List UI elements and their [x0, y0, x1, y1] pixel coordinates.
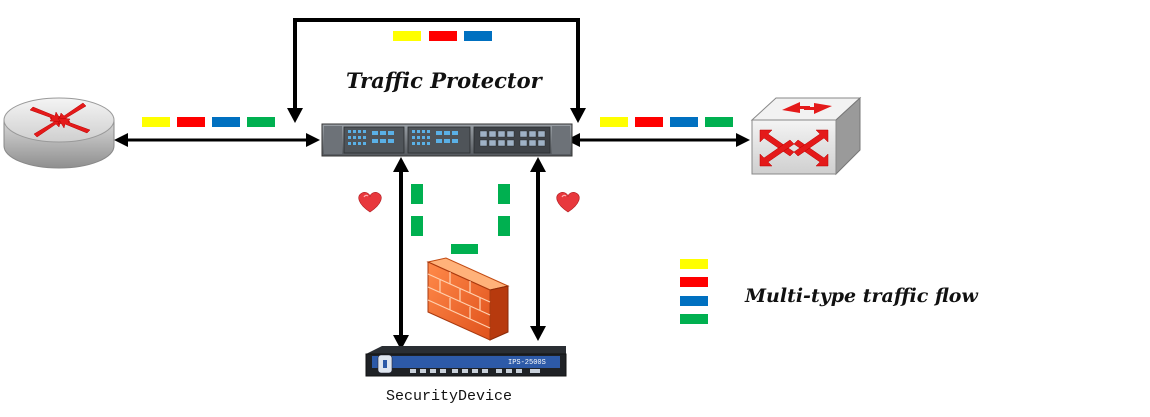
legend-swatch-yellow: [680, 259, 708, 269]
top-traffic-blocks: [393, 31, 492, 41]
traffic-block-red: [177, 117, 205, 127]
traffic-block-yellow: [600, 117, 628, 127]
traffic-protector-appliance: [321, 123, 573, 157]
multi-type-flow-label: Multi-type traffic flow: [744, 285, 978, 307]
traffic-block-green: [705, 117, 733, 127]
traffic-block-green: [498, 184, 510, 204]
right-vertical-arrowhead-down: [530, 326, 546, 341]
left-vertical-arrowhead-up: [393, 157, 409, 172]
top-right-arrowhead: [570, 108, 586, 123]
top-loop-arrowheads: [287, 108, 586, 123]
traffic-block-green: [451, 244, 478, 254]
traffic-block-yellow: [142, 117, 170, 127]
traffic-block-yellow: [393, 31, 421, 41]
left-link-arrowhead-right: [306, 133, 320, 147]
legend-swatch-red: [680, 277, 708, 287]
top-left-arrowhead: [287, 108, 303, 123]
traffic-block-green: [411, 184, 423, 204]
left-vertical-arrowhead-down: [393, 335, 409, 350]
traffic-block-green: [247, 117, 275, 127]
heart-icon: [556, 192, 580, 213]
firewall-icon: [426, 257, 510, 341]
router-icon: [3, 97, 115, 169]
traffic-block-blue: [212, 117, 240, 127]
left-link-arrowhead-left: [114, 133, 128, 147]
top-loop-arrow: [293, 18, 580, 117]
green-traffic-down-path: [411, 184, 510, 254]
right-vertical-arrowhead-up: [530, 157, 546, 172]
right-link-arrowhead-left: [566, 133, 580, 147]
traffic-block-blue: [464, 31, 492, 41]
traffic-block-red: [635, 117, 663, 127]
traffic-block-red: [429, 31, 457, 41]
security-device-label: SecurityDevice: [386, 388, 512, 405]
left-traffic-blocks: [142, 117, 275, 127]
switch-icon: [750, 96, 862, 176]
traffic-block-green: [498, 216, 510, 236]
heart-icon: [358, 192, 382, 213]
ips-appliance: IPS-2500S: [365, 346, 567, 377]
traffic-block-green: [411, 216, 423, 236]
legend-swatch-green: [680, 314, 708, 324]
legend: Multi-type traffic flow: [680, 259, 978, 324]
right-link-arrowhead-right: [736, 133, 750, 147]
traffic-block-blue: [670, 117, 698, 127]
ips-model-label: IPS-2500S: [508, 359, 546, 367]
right-traffic-blocks: [600, 117, 733, 127]
traffic-protector-label: Traffic Protector: [346, 68, 544, 93]
legend-swatch-blue: [680, 296, 708, 306]
